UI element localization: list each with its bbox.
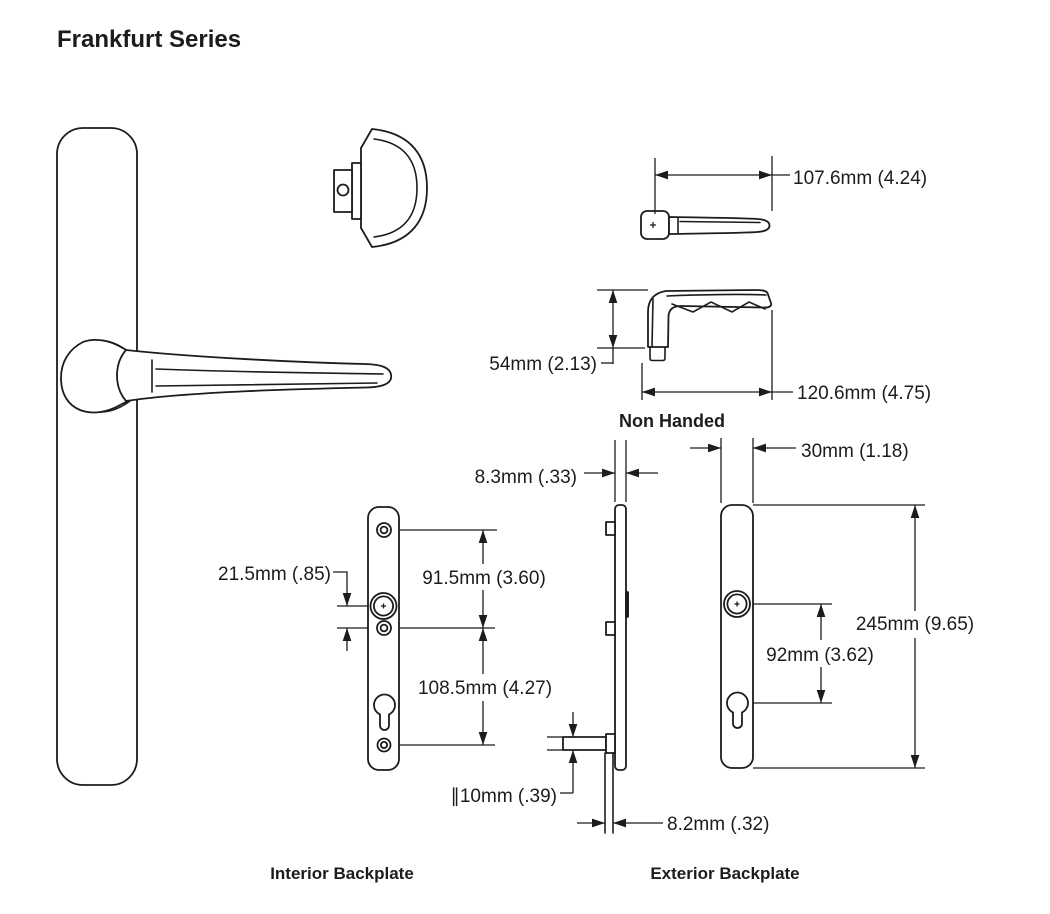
handle-end-cap-view	[333, 128, 428, 248]
screw-hole-top-inner	[379, 525, 389, 535]
euro-cylinder-keyhole-stem	[732, 712, 743, 729]
dimension-label-backplate-thickness: 8.3mm (.33)	[475, 467, 577, 488]
spindle-stub	[649, 346, 666, 362]
dimension-label-spindle-diameter: ∥10mm (.39)	[450, 786, 557, 807]
dimension-label-backplate-width: 30mm (1.18)	[801, 441, 909, 462]
dimension-screw-spacing-lower: 108.5mm (4.27)	[418, 628, 552, 745]
grip-serrations	[671, 301, 766, 313]
spindle-bar	[562, 736, 607, 751]
exterior-backplate-view: 30mm (1.18) 92mm (3.62) 245mm (9.65) Ext…	[650, 438, 974, 883]
dimension-spindle-to-screw: 21.5mm (.85)	[218, 564, 352, 651]
leader-line	[333, 571, 348, 584]
page-title: Frankfurt Series	[57, 26, 241, 53]
dimension-backplate-width: 30mm (1.18)	[690, 438, 909, 503]
dimension-spindle-square: 8.2mm (.32)	[577, 814, 769, 835]
interior-backplate-outline	[56, 127, 138, 786]
dimension-spindle-diameter: ∥10mm (.39)	[450, 712, 578, 807]
dimension-label-screw-spacing-upper: 91.5mm (3.60)	[422, 568, 546, 589]
dimension-handle-height: 54mm (2.13)	[489, 289, 648, 375]
dimension-handle-length: 107.6mm (4.24)	[654, 156, 927, 214]
handle-side-view: 54mm (2.13) 120.6mm (4.75) Non Handed	[489, 289, 931, 431]
dimension-label-spindle-square: 8.2mm (.32)	[667, 814, 769, 835]
dimension-label-handle-projection: 120.6mm (4.75)	[797, 383, 931, 404]
euro-cylinder-keyhole	[373, 693, 396, 717]
end-cap-hole	[336, 183, 350, 197]
lever-facet-top	[155, 368, 384, 375]
dimension-spindle-to-cylinder: 92mm (3.62)	[766, 604, 874, 703]
leg-facet	[651, 298, 654, 348]
top-view-lever	[668, 216, 771, 235]
profile-clip-top	[605, 521, 616, 536]
dimension-label-screw-spacing-lower: 108.5mm (4.27)	[418, 678, 552, 699]
dimension-screw-spacing-upper: 91.5mm (3.60)	[422, 530, 546, 628]
profile-clip-bottom	[605, 621, 616, 636]
euro-cylinder-keyhole	[726, 691, 749, 715]
interior-backplate-view: 21.5mm (.85) 91.5mm (3.60) 108.5mm (4.27…	[218, 506, 552, 883]
dimension-label-backplate-height: 245mm (9.65)	[856, 614, 974, 635]
handle-lever	[116, 349, 393, 402]
backplate-side-profile-view: 8.3mm (.33) ∥10mm (.39) 8.2mm (.32)	[450, 440, 769, 835]
exterior-backplate-label: Exterior Backplate	[650, 864, 799, 883]
lever-facet-bottom	[155, 382, 378, 387]
end-cap-flange	[351, 162, 362, 220]
screw-hole-bottom-inner	[379, 741, 388, 750]
dimension-label-spindle-to-screw: 21.5mm (.85)	[218, 564, 331, 585]
euro-cylinder-keyhole-stem	[379, 714, 390, 731]
profile-plate	[614, 504, 627, 771]
end-cap-inner-arc	[373, 138, 418, 238]
side-view-handle	[647, 289, 773, 348]
interior-backplate-label: Interior Backplate	[270, 864, 414, 883]
dimension-label-handle-length: 107.6mm (4.24)	[793, 168, 927, 189]
grip-top-facet	[666, 293, 767, 297]
spindle-bar-collar	[605, 733, 616, 754]
dimension-label-spindle-to-cylinder: 92mm (3.62)	[766, 645, 874, 666]
dimension-backplate-thickness: 8.3mm (.33)	[475, 440, 658, 502]
handle-top-view: 107.6mm (4.24)	[640, 156, 927, 240]
top-view-facet	[679, 220, 761, 224]
handle-hub	[60, 339, 133, 414]
profile-boss	[625, 591, 629, 618]
screw-hole-middle-inner	[379, 623, 389, 633]
interior-assembly-view	[56, 127, 393, 786]
dimension-handle-projection: 120.6mm (4.75)	[641, 310, 931, 404]
non-handed-label: Non Handed	[619, 411, 725, 431]
dimension-label-handle-height: 54mm (2.13)	[489, 354, 597, 375]
dimension-backplate-height: 245mm (9.65)	[856, 505, 974, 768]
